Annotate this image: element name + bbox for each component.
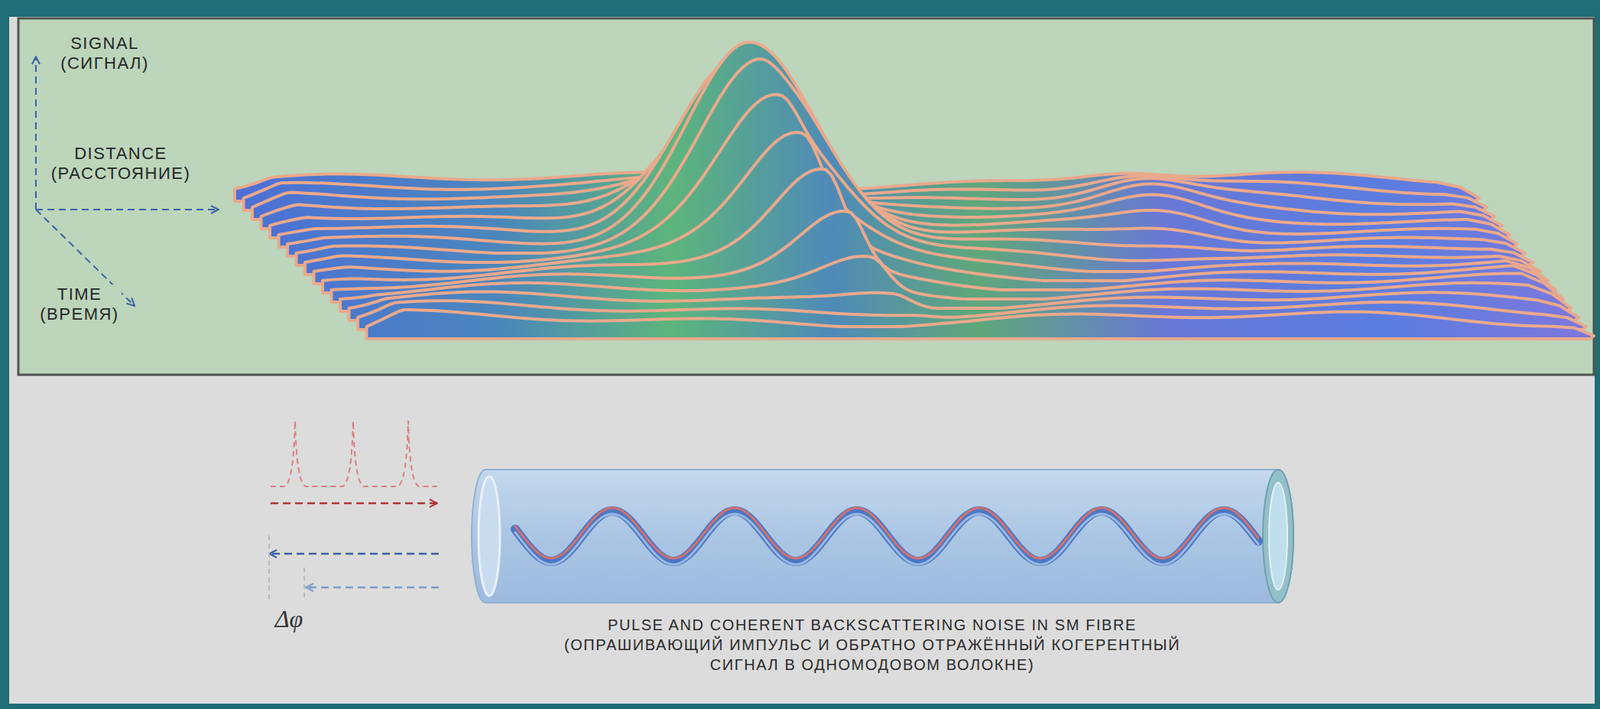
waterfall-trace [322,168,1556,293]
probe-arrow [270,502,438,505]
axis-label: DISTANCE (РАССТОЯНИЕ) [48,143,193,185]
phase-label: Δφ [275,603,303,633]
waterfall-trace [279,55,1519,247]
backscatter-arrow [305,586,439,589]
waterfall-trace [305,94,1541,275]
backscatter-arrow [269,552,439,555]
fibre-core [515,510,1259,562]
plot-panel [18,18,1594,375]
fibre [471,469,1294,603]
waterfall-trace [366,309,1595,339]
ground [9,16,1595,704]
fibre-core [515,507,1259,559]
axis-label: SIGNAL (СИГНАЛ) [58,33,152,75]
waterfall-trace [287,42,1526,257]
axis-label: TIME (ВРЕМЯ) [37,284,121,325]
axes [35,56,219,306]
pulse-train [270,420,438,487]
fibre-core [515,513,1259,565]
waterfall-trace [314,132,1549,284]
phase-markers [269,535,305,600]
waterfall-plot [234,42,1594,339]
waterfall-trace [296,58,1534,266]
caption: PULSE AND COHERENT BACKSCATTERING NOISE … [558,614,1186,675]
